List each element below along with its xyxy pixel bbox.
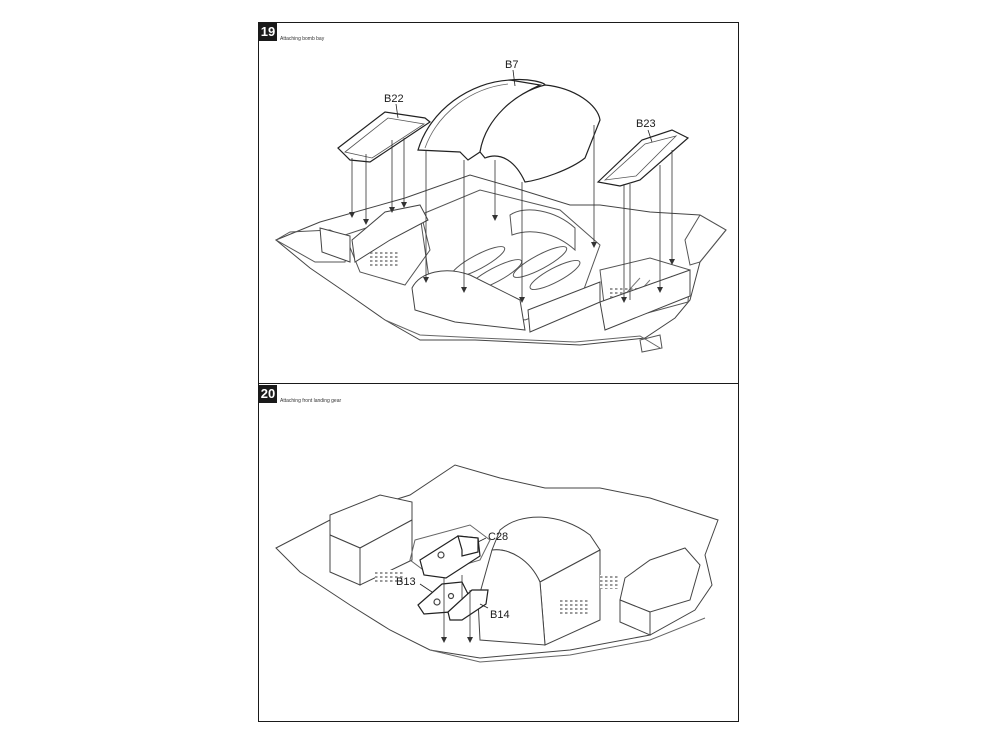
- step-20-caption-en: Attaching front landing gear: [280, 398, 342, 404]
- step-20-arrowheads: [441, 637, 473, 643]
- step-19-caption: Attaching bomb bay: [280, 24, 324, 42]
- hull-right-wing: [684, 214, 727, 266]
- center-grate-20: [560, 600, 590, 614]
- right-box-20: [619, 547, 701, 613]
- central-bay-front: [411, 270, 526, 331]
- hull-outline-20: [275, 464, 719, 659]
- step-19-caption-en: Attaching bomb bay: [280, 36, 325, 42]
- left-bay-grate: [370, 252, 400, 268]
- step-19-leaders: [395, 69, 653, 143]
- part-b22-panel: [337, 111, 432, 163]
- hull-lower-edge-20: [429, 617, 706, 663]
- step-20-leaders: [419, 537, 489, 609]
- nose-well-20: [409, 524, 491, 576]
- right-grate-20: [600, 575, 620, 589]
- label-b7: B7: [505, 59, 518, 71]
- panel-divider: [258, 383, 739, 385]
- central-arch-left-20: [477, 549, 546, 646]
- label-b22: B22: [384, 93, 404, 105]
- step-19-drawing: [274, 174, 727, 353]
- step-20-number: 20: [260, 386, 276, 401]
- bomb-load: [450, 209, 581, 291]
- step-19-badge: 19: [259, 23, 277, 41]
- rear-gear-stub: [639, 334, 663, 353]
- step-19-number: 19: [260, 24, 276, 39]
- step-20-badge: 20: [259, 385, 277, 403]
- central-bay-front-right: [527, 281, 601, 333]
- part-b23-panel: [596, 129, 690, 187]
- left-bay-wall: [351, 204, 429, 263]
- step-20-caption: Attaching front landing gear: [280, 386, 341, 404]
- left-grate-20: [375, 570, 403, 584]
- step-20-drawing: [275, 464, 719, 663]
- label-b23: B23: [636, 118, 656, 130]
- left-bay-front: [319, 227, 351, 263]
- step-19-guide-lines: [351, 125, 673, 300]
- hull-lower-edge: [384, 319, 661, 349]
- instruction-sheet-frame: [258, 22, 739, 722]
- part-c28: [419, 535, 481, 579]
- label-c28: C28: [488, 531, 508, 543]
- part-b14: [447, 589, 489, 621]
- part-b7-doors: [417, 78, 601, 183]
- step-20-guide-lines: [443, 575, 471, 640]
- left-box-front-20: [359, 519, 413, 586]
- label-b13: B13: [396, 576, 416, 588]
- step-19-arrowheads: [349, 202, 675, 303]
- label-b14: B14: [490, 609, 510, 621]
- right-bay-front: [599, 269, 691, 331]
- right-box-side-20: [619, 599, 651, 636]
